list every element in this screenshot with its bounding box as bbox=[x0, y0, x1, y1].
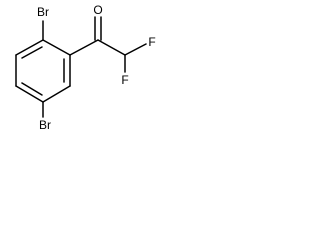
ring-bond-c4-c5 bbox=[15, 85, 44, 103]
bond-ring-to-carbonyl bbox=[69, 39, 99, 56]
bond-carbonyl-to-chf2 bbox=[97, 39, 126, 56]
ring-bond-c6-c1 bbox=[15, 39, 44, 56]
atom-label-br-top: Br bbox=[37, 5, 49, 19]
benzene-ring bbox=[15, 39, 71, 103]
atom-label-oxygen: O bbox=[93, 3, 102, 17]
substituent-bonds bbox=[42, 16, 147, 118]
atom-label-br-bottom: Br bbox=[39, 118, 51, 132]
ring-double-bond-inner-bottom bbox=[21, 82, 43, 96]
ring-bond-c3-c4 bbox=[42, 85, 71, 103]
atom-label-f-bottom: F bbox=[121, 73, 128, 87]
canvas-background bbox=[0, 0, 184, 137]
ring-bond-c1-c2 bbox=[42, 39, 71, 56]
bond-chf2-to-f-right bbox=[124, 43, 147, 56]
atom-label-f-right: F bbox=[148, 35, 155, 49]
molecule-structure: Br Br O F F bbox=[0, 0, 184, 137]
ring-double-bond-inner-top bbox=[21, 46, 43, 59]
